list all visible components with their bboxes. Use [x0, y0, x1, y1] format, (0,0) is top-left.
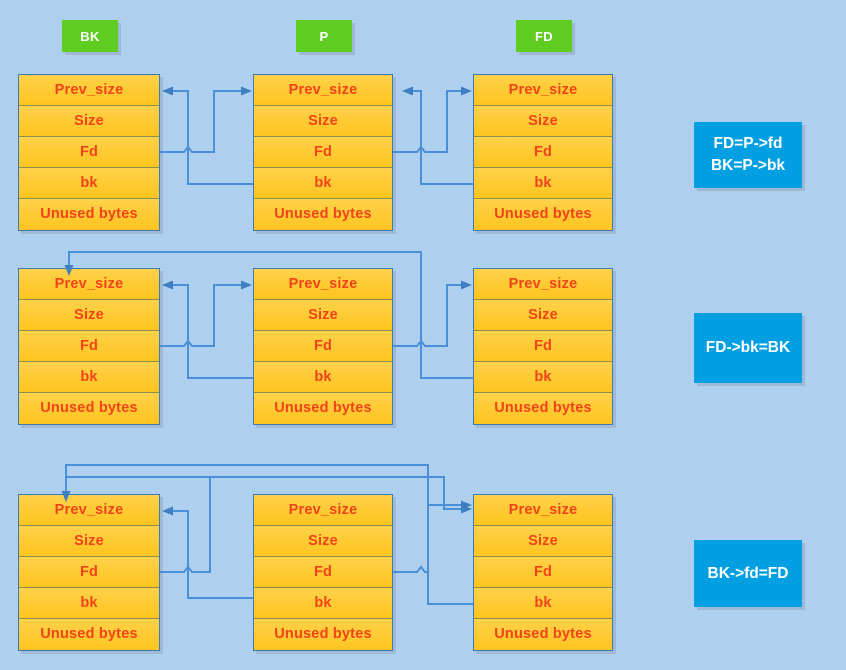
row-1-chunk-p: Prev_size Size Fd bk Unused bytes — [253, 74, 393, 231]
field-size: Size — [254, 526, 392, 557]
field-fd: Fd — [254, 137, 392, 168]
field-unused-bytes: Unused bytes — [254, 199, 392, 230]
field-size: Size — [474, 300, 612, 331]
field-bk: bk — [474, 588, 612, 619]
row-1-chunk-bk: Prev_size Size Fd bk Unused bytes — [18, 74, 160, 231]
field-fd: Fd — [474, 557, 612, 588]
row-1-chunk-fd: Prev_size Size Fd bk Unused bytes — [473, 74, 613, 231]
row-3-chunk-bk: Prev_size Size Fd bk Unused bytes — [18, 494, 160, 651]
field-unused-bytes: Unused bytes — [474, 199, 612, 230]
field-fd: Fd — [254, 331, 392, 362]
field-size: Size — [474, 526, 612, 557]
field-bk: bk — [474, 362, 612, 393]
field-prev-size: Prev_size — [19, 75, 159, 106]
row1-p-fd-to-fd-arrow — [393, 86, 472, 153]
row-3-note: BK->fd=FD — [694, 540, 802, 607]
field-unused-bytes: Unused bytes — [19, 393, 159, 424]
row3-p-bk-to-bk-arrow — [162, 506, 253, 599]
row-2-note: FD->bk=BK — [694, 313, 802, 383]
field-size: Size — [254, 300, 392, 331]
field-fd: Fd — [19, 331, 159, 362]
field-unused-bytes: Unused bytes — [474, 393, 612, 424]
field-bk: bk — [254, 362, 392, 393]
field-prev-size: Prev_size — [254, 75, 392, 106]
field-fd: Fd — [19, 557, 159, 588]
field-bk: bk — [254, 588, 392, 619]
row3-p-fd-to-fd-arrow — [393, 500, 472, 573]
field-prev-size: Prev_size — [474, 495, 612, 526]
row2-p-bk-to-bk-arrow — [162, 280, 253, 379]
field-prev-size: Prev_size — [474, 269, 612, 300]
field-fd: Fd — [254, 557, 392, 588]
field-size: Size — [254, 106, 392, 137]
field-unused-bytes: Unused bytes — [474, 619, 612, 650]
field-bk: bk — [254, 168, 392, 199]
field-size: Size — [19, 526, 159, 557]
field-size: Size — [474, 106, 612, 137]
row1-bk-fd-to-p-arrow — [160, 86, 252, 153]
field-size: Size — [19, 106, 159, 137]
field-bk: bk — [19, 362, 159, 393]
field-bk: bk — [474, 168, 612, 199]
field-size: Size — [19, 300, 159, 331]
field-fd: Fd — [474, 331, 612, 362]
field-unused-bytes: Unused bytes — [254, 619, 392, 650]
row2-bk-fd-to-p-arrow — [160, 280, 252, 347]
row2-p-fd-to-fd-arrow — [393, 280, 472, 347]
field-prev-size: Prev_size — [254, 495, 392, 526]
row1-fd-bk-to-p-arrow — [402, 86, 473, 185]
field-bk: bk — [19, 588, 159, 619]
field-unused-bytes: Unused bytes — [19, 199, 159, 230]
row-2-chunk-p: Prev_size Size Fd bk Unused bytes — [253, 268, 393, 425]
field-fd: Fd — [474, 137, 612, 168]
row-2-chunk-fd: Prev_size Size Fd bk Unused bytes — [473, 268, 613, 425]
p-pointer-label: P — [296, 20, 352, 52]
row-1-note: FD=P->fd BK=P->bk — [694, 122, 802, 188]
field-bk: bk — [19, 168, 159, 199]
field-prev-size: Prev_size — [254, 269, 392, 300]
row1-p-bk-to-bk-arrow — [162, 86, 253, 185]
field-prev-size: Prev_size — [19, 269, 159, 300]
field-unused-bytes: Unused bytes — [19, 619, 159, 650]
field-prev-size: Prev_size — [19, 495, 159, 526]
row-3-chunk-p: Prev_size Size Fd bk Unused bytes — [253, 494, 393, 651]
field-prev-size: Prev_size — [474, 75, 612, 106]
row-2-chunk-bk: Prev_size Size Fd bk Unused bytes — [18, 268, 160, 425]
bk-pointer-label: BK — [62, 20, 118, 52]
row-3-chunk-fd: Prev_size Size Fd bk Unused bytes — [473, 494, 613, 651]
field-fd: Fd — [19, 137, 159, 168]
field-unused-bytes: Unused bytes — [254, 393, 392, 424]
fd-pointer-label: FD — [516, 20, 572, 52]
